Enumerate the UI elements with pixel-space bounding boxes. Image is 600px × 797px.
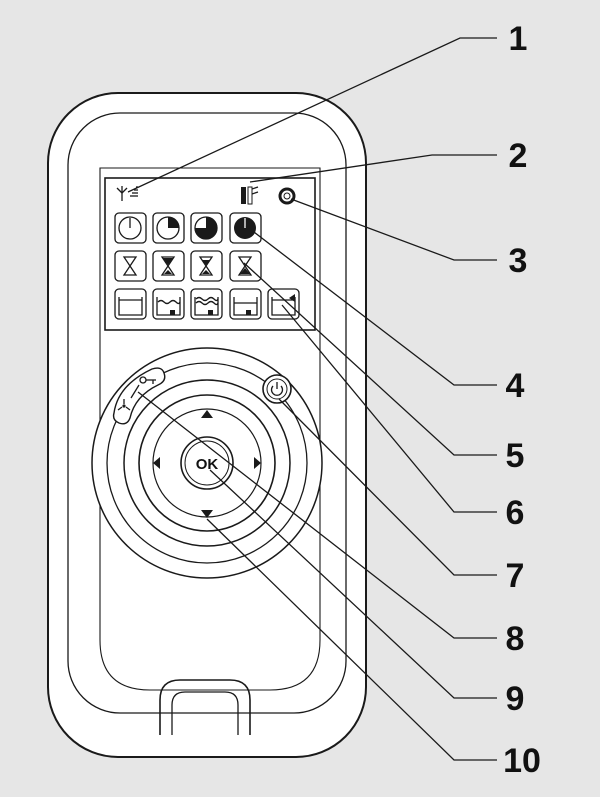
callout-leaders (127, 37, 497, 761)
lanyard-loop (159, 679, 251, 735)
clock-icon-quarter (152, 212, 185, 244)
right-arrow-button[interactable] (254, 457, 261, 469)
fan-key-button[interactable] (112, 367, 166, 425)
left-arrow-button[interactable] (153, 457, 160, 469)
tank-icon-wave (152, 288, 185, 320)
callout-9: 9 (506, 680, 525, 718)
tank-icon-fill (267, 288, 300, 320)
settings-ring-icon (278, 187, 296, 205)
leader-8 (137, 391, 497, 639)
leader-4 (245, 225, 497, 386)
callout-8: 8 (506, 620, 525, 658)
hourglass-icon-top (152, 250, 185, 282)
ok-button[interactable]: OK (180, 436, 234, 490)
down-arrow-button[interactable] (201, 510, 213, 518)
clock-icon-row (114, 212, 262, 244)
clock-icon-full (229, 212, 262, 244)
hourglass-icon-half (190, 250, 223, 282)
leader-3 (290, 198, 497, 261)
leader-5 (243, 262, 497, 456)
ok-label: OK (196, 456, 219, 473)
callout-3: 3 (509, 242, 528, 280)
callout-1: 1 (509, 20, 528, 58)
leader-7 (278, 398, 497, 576)
hourglass-icon-row (114, 250, 262, 282)
callout-6: 6 (506, 494, 525, 532)
clock-icon-three-quarter (190, 212, 223, 244)
tank-icon-double-wave (190, 288, 223, 320)
up-arrow-button[interactable] (201, 410, 213, 418)
battery-icon (241, 186, 259, 205)
divider-slash (130, 384, 140, 399)
fan-icon (117, 399, 131, 411)
callout-5: 5 (506, 437, 525, 475)
leader-10 (206, 518, 497, 761)
leader-2 (249, 154, 497, 183)
key-icon (139, 376, 156, 384)
tank-icon-level (229, 288, 262, 320)
tank-icon-empty (114, 288, 147, 320)
water-level-icon-row (114, 288, 300, 320)
power-button[interactable] (262, 374, 292, 404)
callout-numbers: 1 2 3 4 5 6 7 8 9 10 (503, 20, 541, 780)
leader-1 (127, 37, 497, 193)
callout-2: 2 (509, 137, 528, 175)
clock-icon-empty (114, 212, 147, 244)
signal-icon (116, 186, 138, 201)
callout-10: 10 (503, 742, 541, 780)
power-icon (270, 385, 284, 396)
callout-4: 4 (506, 367, 525, 405)
callout-7: 7 (506, 557, 525, 595)
leader-9 (209, 469, 497, 699)
hourglass-icon-bottom (229, 250, 262, 282)
hourglass-icon-empty (114, 250, 147, 282)
leader-6 (281, 304, 497, 513)
